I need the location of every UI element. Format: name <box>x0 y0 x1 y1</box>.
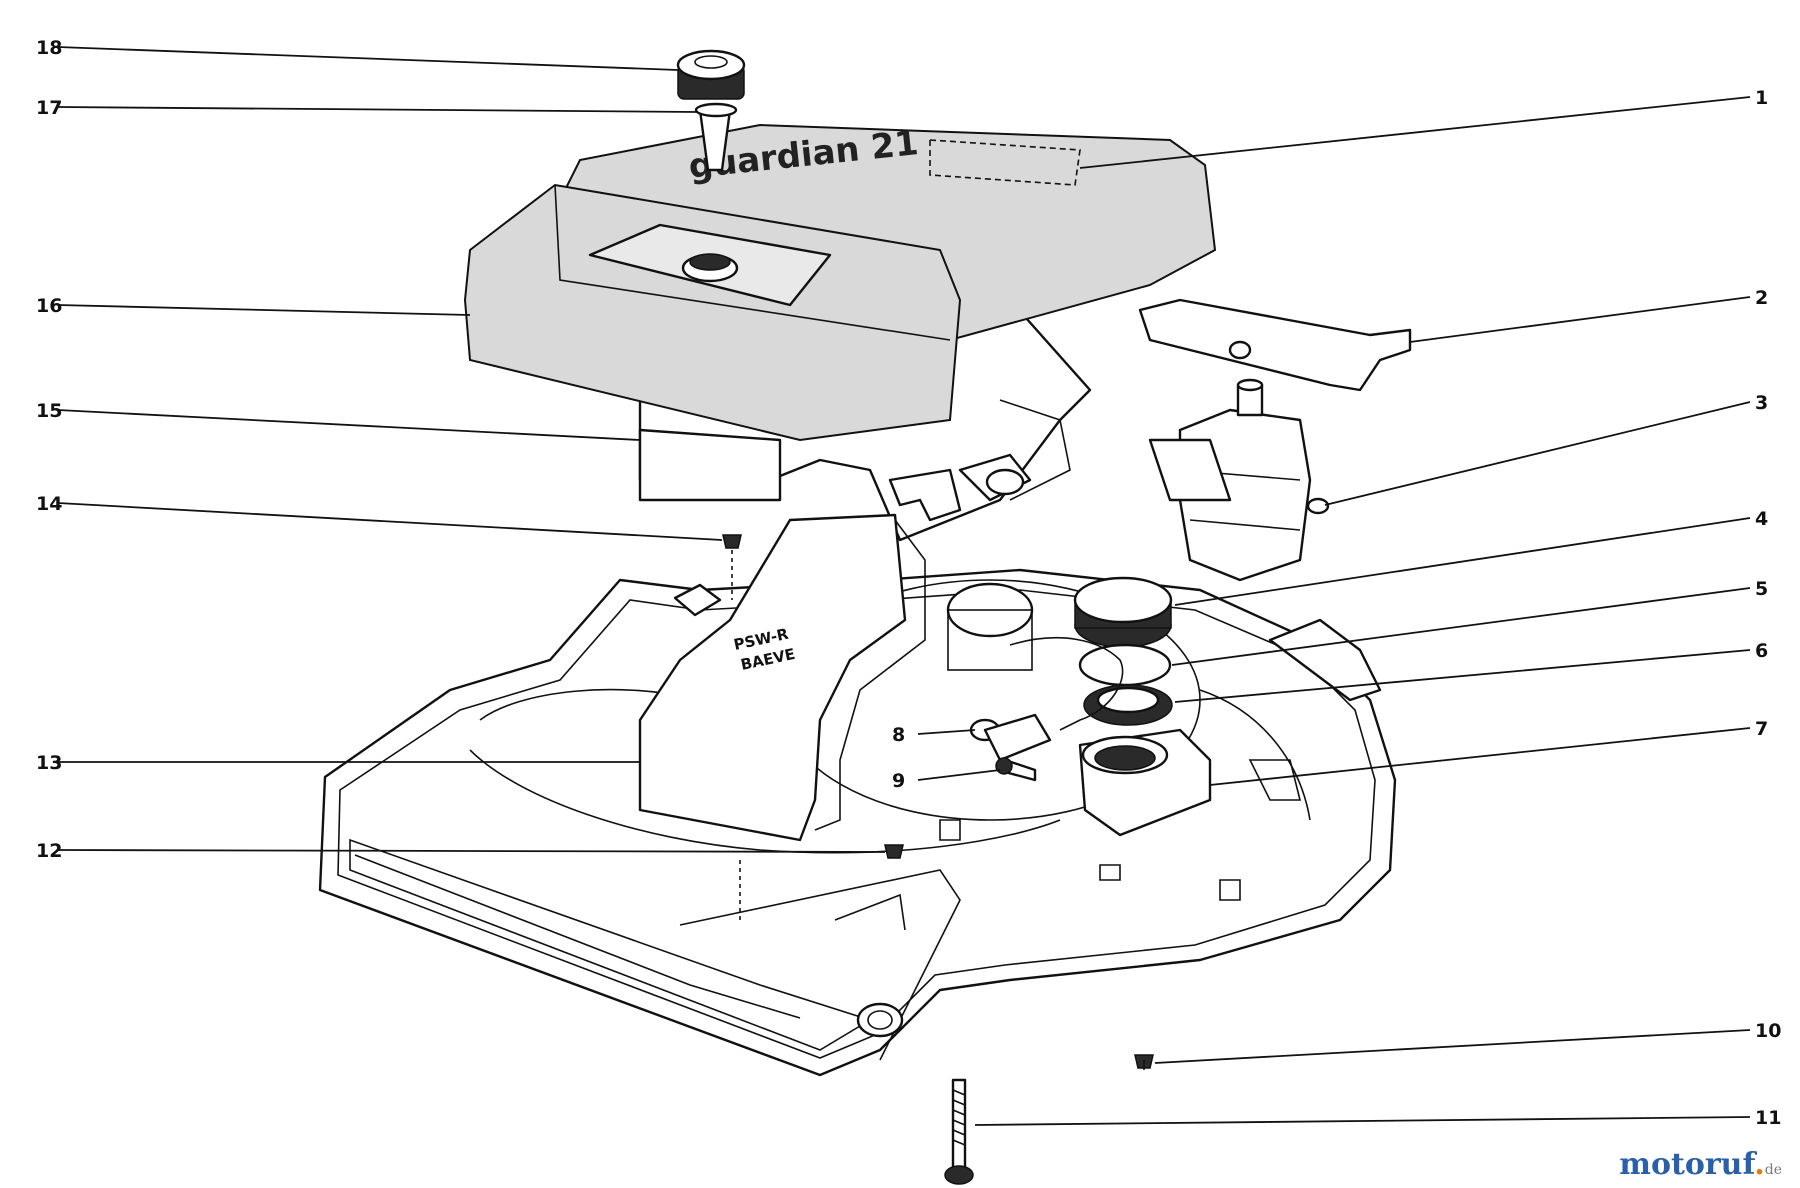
watermark-accent: . <box>1754 1147 1765 1182</box>
callout-7: 7 <box>1755 718 1768 740</box>
bearing-assembly <box>1009 576 1212 837</box>
callout-16: 16 <box>36 295 62 317</box>
callout-8: 8 <box>892 724 905 746</box>
callout-2: 2 <box>1755 287 1768 309</box>
callout-13: 13 <box>36 752 62 774</box>
chute-shroud: PSW-R BAEVE <box>638 513 926 842</box>
callout-14: 14 <box>36 493 62 515</box>
callout-17: 17 <box>36 97 62 119</box>
callout-4: 4 <box>1755 508 1768 530</box>
watermark-logo: motoruf.de <box>1619 1147 1782 1182</box>
watermark-suffix: de <box>1764 1162 1782 1178</box>
filler-neck-and-cap <box>676 49 746 172</box>
callout-10: 10 <box>1755 1020 1781 1042</box>
leader-lines <box>57 46 1751 1126</box>
fasteners <box>722 534 1154 1185</box>
callout-15: 15 <box>36 400 62 422</box>
callout-1: 1 <box>1755 87 1768 109</box>
starter-motor-part-3 <box>1148 378 1330 582</box>
callout-labels: 1 2 3 4 5 6 7 8 9 10 11 12 13 14 15 16 1… <box>36 37 1781 1129</box>
callout-12: 12 <box>36 840 62 862</box>
bracket-part-2 <box>1138 298 1412 392</box>
callout-11: 11 <box>1755 1107 1781 1129</box>
callout-18: 18 <box>36 37 62 59</box>
engine-cover: guardian 21 <box>463 123 1217 442</box>
callout-3: 3 <box>1755 392 1768 414</box>
callout-5: 5 <box>1755 578 1768 600</box>
callout-6: 6 <box>1755 640 1768 662</box>
callout-9: 9 <box>892 770 905 792</box>
watermark-main: motoruf <box>1619 1147 1755 1182</box>
